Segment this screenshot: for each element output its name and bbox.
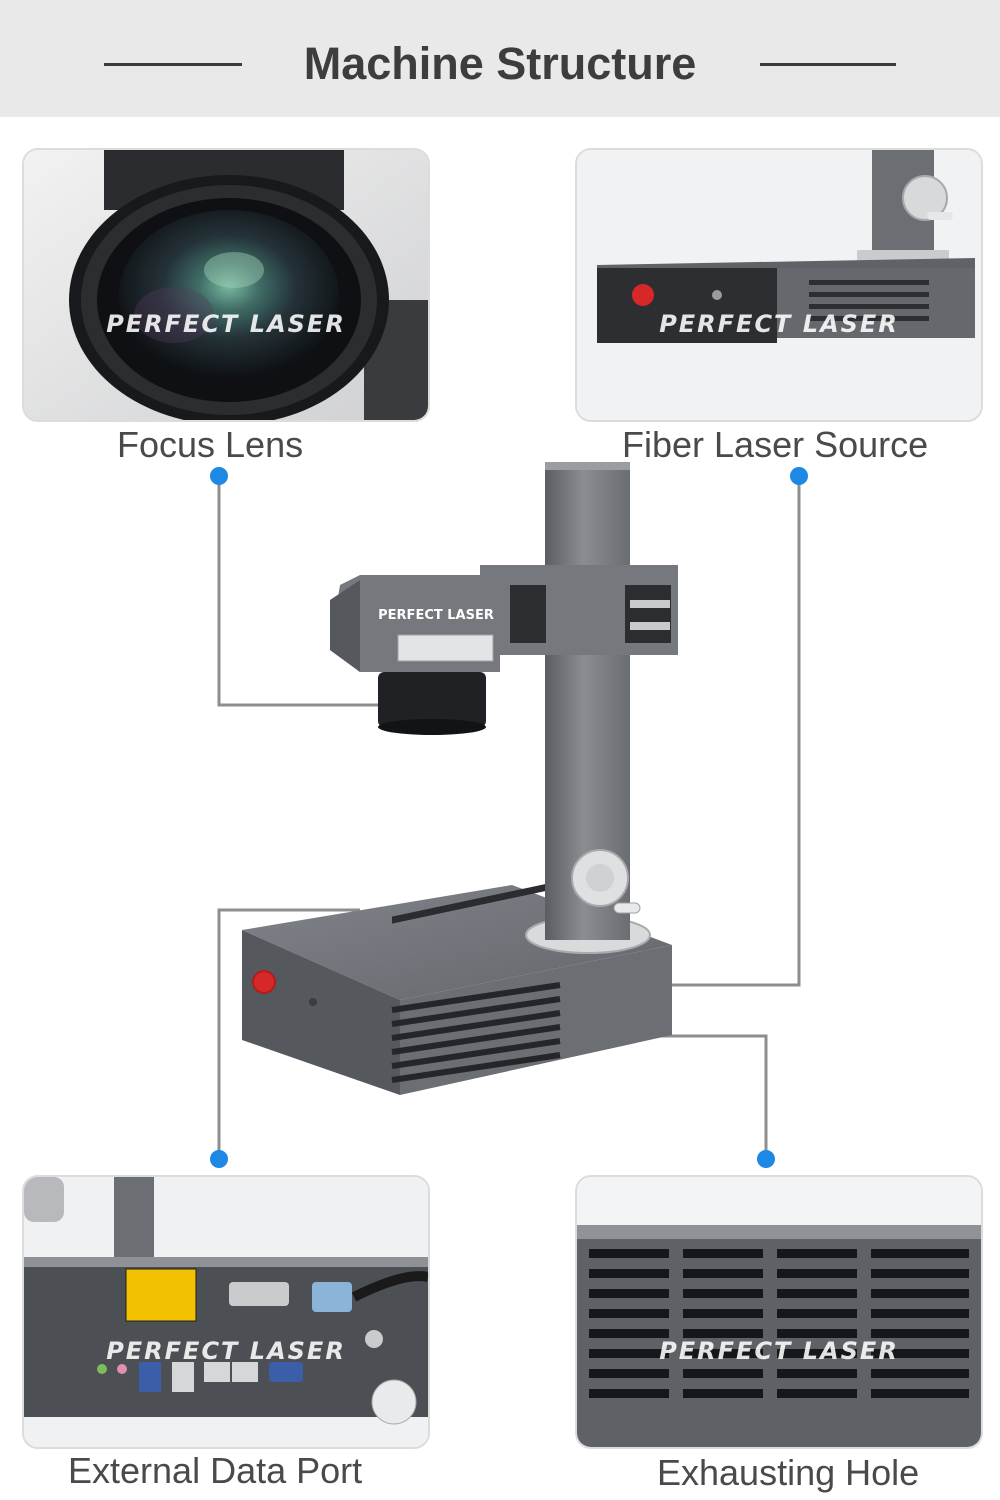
db-port-icon bbox=[229, 1282, 289, 1306]
machine-brand-text: PERFECT LASER bbox=[378, 608, 494, 623]
caption-exhausting-hole: Exhausting Hole bbox=[657, 1452, 920, 1493]
ethernet-port-icon bbox=[204, 1362, 230, 1382]
callout-dot-exhausting-hole bbox=[757, 1150, 775, 1168]
callout-dot-focus-lens bbox=[210, 467, 228, 485]
usb-port-icon bbox=[172, 1362, 194, 1392]
audio-jack-icon bbox=[117, 1364, 127, 1374]
exhausting-hole-image bbox=[577, 1177, 981, 1447]
vent-slots bbox=[589, 1249, 969, 1398]
audio-jack-icon bbox=[97, 1364, 107, 1374]
header-rule-left bbox=[104, 63, 242, 66]
emergency-stop-icon bbox=[252, 970, 276, 994]
caption-fiber-laser-source: Fiber Laser Source bbox=[622, 424, 929, 465]
emergency-stop-icon bbox=[632, 284, 654, 306]
header-rule-right bbox=[760, 63, 896, 66]
warning-label-icon bbox=[125, 1268, 197, 1322]
usb-port-icon bbox=[139, 1362, 161, 1392]
external-data-port-photo: PERFECT LASER bbox=[22, 1175, 430, 1449]
ethernet-port-icon bbox=[232, 1362, 258, 1382]
fiber-laser-source-image bbox=[577, 150, 981, 420]
focus-lens-image bbox=[24, 150, 428, 420]
vent-grille bbox=[391, 982, 561, 1083]
exhausting-hole-photo: PERFECT LASER bbox=[575, 1175, 983, 1449]
watermark-text: PERFECT LASER bbox=[106, 1337, 346, 1365]
header-banner: Machine Structure bbox=[0, 0, 1000, 117]
watermark-text: PERFECT LASER bbox=[659, 310, 899, 338]
callout-dot-external-data-port bbox=[210, 1150, 228, 1168]
watermark-text: PERFECT LASER bbox=[106, 310, 346, 338]
page-title: Machine Structure bbox=[303, 38, 697, 89]
watermark-text: PERFECT LASER bbox=[659, 1337, 899, 1365]
focus-lens-photo: PERFECT LASER bbox=[22, 148, 430, 422]
fiber-laser-source-photo: PERFECT LASER bbox=[575, 148, 983, 422]
callout-dot-fiber-laser-source bbox=[790, 467, 808, 485]
caption-external-data-port: External Data Port bbox=[68, 1450, 363, 1491]
vga-port-icon bbox=[269, 1362, 303, 1382]
caption-focus-lens: Focus Lens bbox=[117, 424, 304, 465]
external-data-port-image bbox=[24, 1177, 428, 1447]
